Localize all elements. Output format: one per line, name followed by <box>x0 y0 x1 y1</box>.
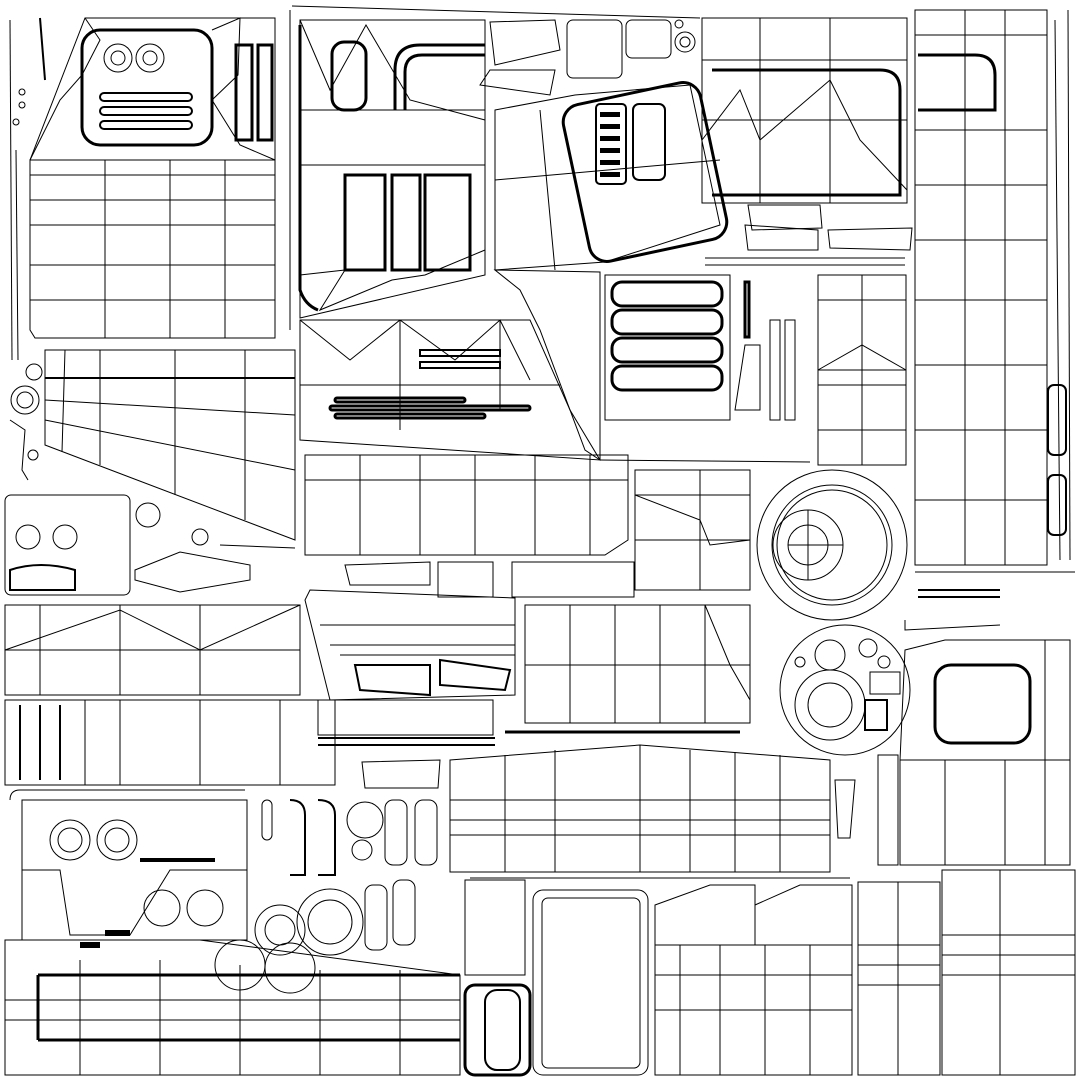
pipe-pieces <box>214 799 438 994</box>
panel-center-middle <box>299 269 601 461</box>
panel-center-left <box>289 10 486 330</box>
panel-bench <box>599 257 905 463</box>
panel-top-right <box>701 17 908 204</box>
panel-dashboard <box>494 81 729 271</box>
panel-lower-left-cluster <box>9 789 248 948</box>
panel-right-middle <box>744 204 913 466</box>
panel-left-gauges <box>4 494 296 596</box>
top-small-pieces <box>291 5 701 96</box>
panel-long-strip <box>4 604 336 786</box>
panel-bottom-right <box>654 869 1076 1076</box>
panel-right-window <box>877 571 1075 866</box>
panel-left-middle <box>44 349 296 541</box>
panel-center-row3 <box>304 589 751 746</box>
panel-far-right <box>914 9 1071 566</box>
panel-top-left <box>9 17 276 361</box>
ring-large <box>756 469 908 621</box>
panel-center-row2 <box>304 454 751 598</box>
panel-bottom-middle <box>463 877 850 1077</box>
small-parts-left <box>9 88 43 481</box>
panel-lower-center <box>361 744 856 873</box>
ring-medium <box>779 624 911 756</box>
panel-bottom-left <box>4 939 461 1076</box>
